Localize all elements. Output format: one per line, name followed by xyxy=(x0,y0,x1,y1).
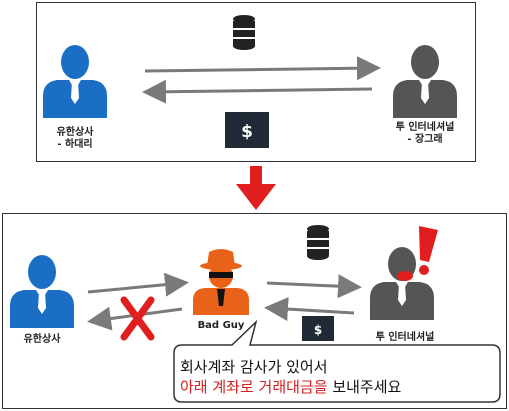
bottom-database-icon xyxy=(307,225,329,260)
bottom-left-person-label: 유한상사 xyxy=(12,334,72,346)
speech-bubble xyxy=(173,319,501,403)
bottom-dollar-icon xyxy=(302,316,334,341)
speech-line-1: 회사계좌 감사가 있어서 xyxy=(180,358,328,376)
top-right-person-label: 투 인터네셔널 - 장그래 xyxy=(375,122,475,146)
bad-guy-icon xyxy=(193,249,249,315)
speech-line-2-highlight: 아래 계좌로 거래대금을 xyxy=(180,378,328,396)
bottom-arrow-right xyxy=(87,272,189,297)
bad-guy-name: Bad Guy xyxy=(197,320,245,331)
bottom-dollar-symbol: $ xyxy=(314,323,322,337)
bottom-right-name: 투 인터네셔널 xyxy=(375,332,435,343)
top-right-name: 투 인터네셔널 xyxy=(395,122,455,133)
speech-line-2: 아래 계좌로 거래대금을 보내주세요 xyxy=(180,377,480,397)
bottom-left-name: 유한상사 xyxy=(23,334,61,345)
top-dollar-symbol: $ xyxy=(241,122,253,142)
speech-text: 회사계좌 감사가 있어서 아래 계좌로 거래대금을 보내주세요 xyxy=(180,357,480,397)
top-right-person-icon xyxy=(393,45,457,118)
top-left-person-label: 유한상사 - 하대리 xyxy=(35,127,115,151)
down-arrow-icon xyxy=(236,166,276,210)
speech-line-2-rest: 보내주세요 xyxy=(327,378,402,396)
top-left-name: 유한상사 xyxy=(56,127,94,138)
top-left-person-icon xyxy=(43,45,107,118)
top-dollar-icon xyxy=(225,112,269,148)
bottom-right-person-label: 투 인터네셔널 xyxy=(360,332,450,344)
top-arrow-left xyxy=(142,79,373,104)
top-right-role: - 장그래 xyxy=(407,134,443,145)
bottom-arrow-left-2 xyxy=(264,297,355,322)
bottom-left-person-icon xyxy=(10,255,74,328)
top-left-role: - 하대리 xyxy=(57,139,93,150)
alert-icon xyxy=(397,226,438,281)
cross-icon xyxy=(120,296,155,341)
top-arrow-right xyxy=(144,56,381,81)
bottom-arrow-right-2 xyxy=(266,274,362,299)
bad-guy-label: Bad Guy xyxy=(186,320,256,332)
top-database-icon xyxy=(233,15,255,50)
